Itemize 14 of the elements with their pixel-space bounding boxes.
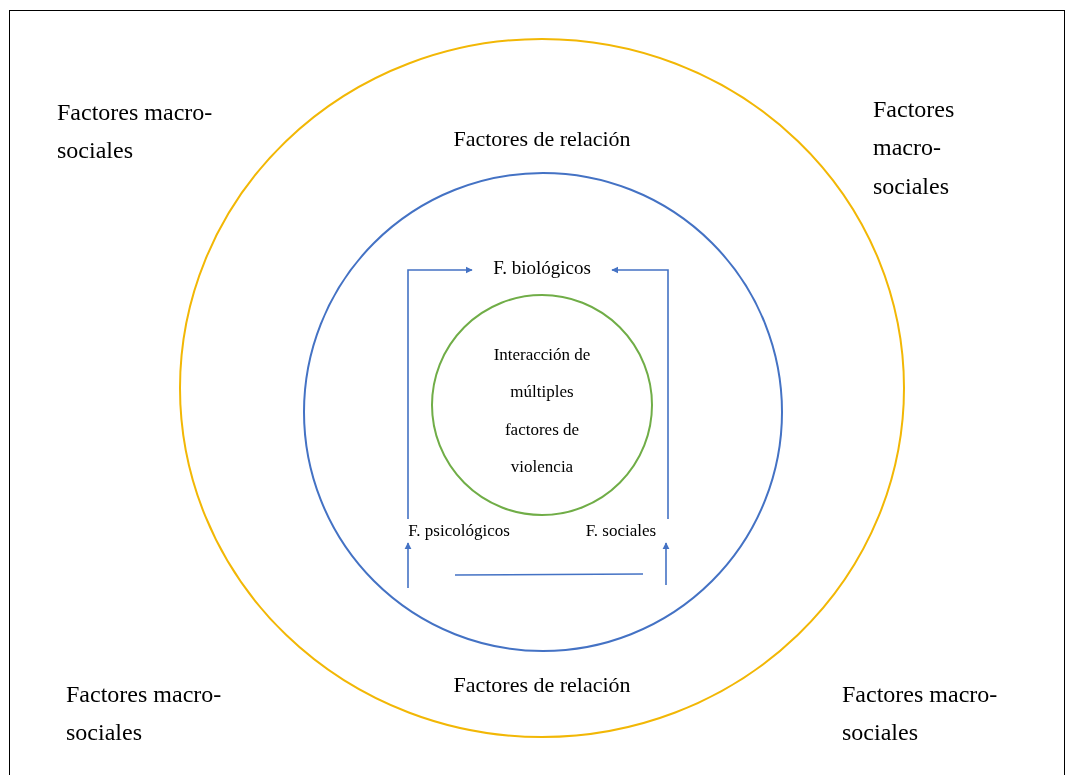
corner-label: Factores macro-sociales — [873, 95, 956, 201]
corner-label: Factores macro-sociales — [57, 98, 214, 166]
node-label: F. biológicos — [472, 255, 612, 281]
arrow — [611, 266, 669, 520]
arrow — [407, 266, 473, 520]
corner-label: Factores macro-sociales — [842, 680, 999, 748]
ring-label: Factores de relación — [453, 672, 631, 699]
circle-label: Interacción de múltiples factores de violencia — [492, 344, 592, 479]
arrow — [404, 542, 412, 589]
ring-label: Factores de relación — [453, 126, 631, 153]
arrow — [662, 542, 670, 586]
node-label: F. sociales — [572, 519, 670, 543]
node-label: F. psicológicos — [388, 519, 530, 543]
corner-label: Factores macro-sociales — [66, 680, 223, 748]
